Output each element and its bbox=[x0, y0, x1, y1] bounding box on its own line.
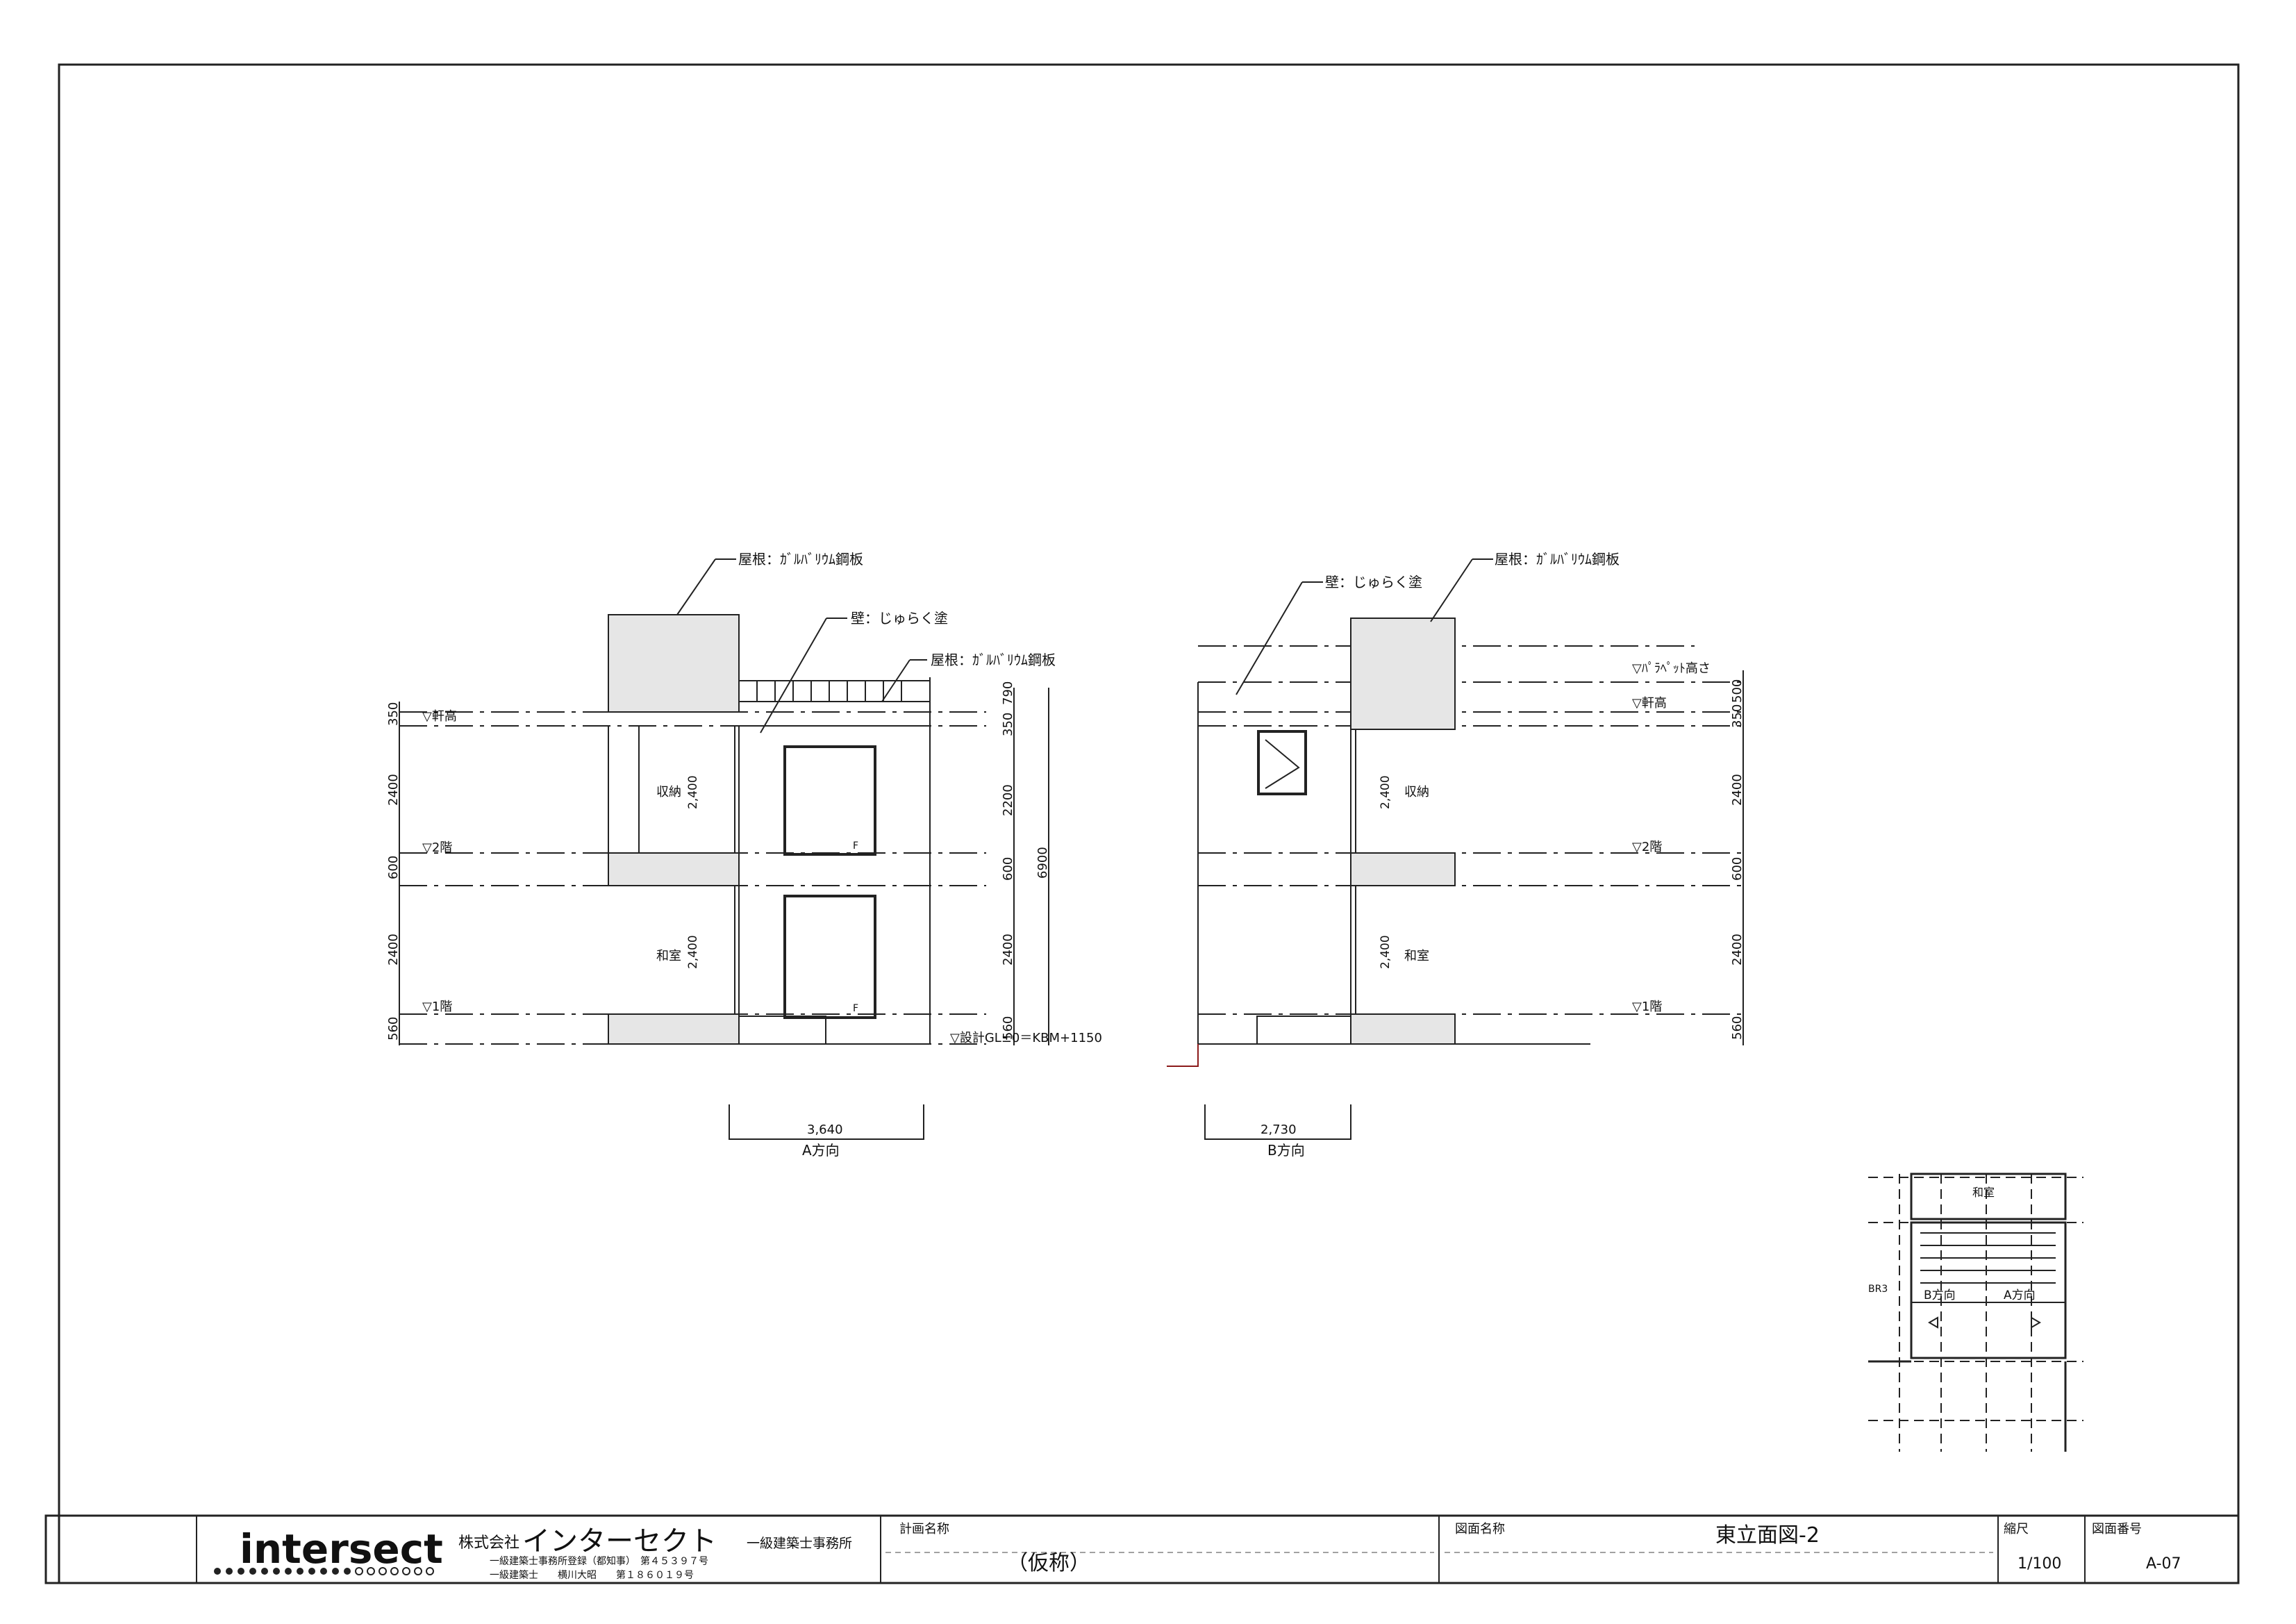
right-dim-3-a: 2200 bbox=[1001, 784, 1015, 816]
foundation-b bbox=[1350, 1013, 1456, 1045]
floor2-label-a: ▽2階 bbox=[422, 840, 452, 855]
company-prefix: 株式会社 bbox=[458, 1534, 519, 1552]
key-plan: 和室 BR3 B方向 A方向 bbox=[1868, 1173, 2083, 1452]
scale-value: 1/100 bbox=[2018, 1555, 2061, 1573]
elevation-a: 屋根：ｶﾞﾙﾊﾞﾘｳﾑ鋼板 壁：じゅらく塗 屋根：ｶﾞﾙﾊﾞﾘｳﾑ鋼板 ▽軒高 … bbox=[386, 551, 1102, 1159]
floor2-label-b: ▽2階 bbox=[1632, 840, 1662, 854]
right-dim-6-a: 560 bbox=[1001, 1016, 1015, 1040]
project-label: 計画名称 bbox=[899, 1522, 949, 1536]
left-dim-5-a: 560 bbox=[386, 1017, 401, 1041]
floor1-label-b: ▽1階 bbox=[1632, 1000, 1662, 1014]
keyplan-dir-a: A方向 bbox=[2004, 1289, 2036, 1302]
deck-rail-a bbox=[756, 681, 902, 702]
right-dim-4-a: 600 bbox=[1001, 857, 1015, 881]
foundation-a bbox=[608, 1013, 740, 1045]
door-mark-lower-a: F bbox=[853, 1003, 858, 1014]
ceil-upper-a: 2,400 bbox=[686, 775, 700, 809]
parapet-label-b: ▽ﾊﾟﾗﾍﾟｯﾄ高さ bbox=[1632, 661, 1711, 676]
logo-text: intersect bbox=[240, 1525, 443, 1573]
ceil-lower-a: 2,400 bbox=[686, 935, 700, 969]
gl-label-a: ▽設計GL±0＝KBM+1150 bbox=[950, 1031, 1102, 1045]
right-dim-2-b: 500 bbox=[1730, 679, 1745, 703]
ceil-lower-b: 2,400 bbox=[1379, 935, 1392, 969]
floor1-label-a: ▽1階 bbox=[422, 1000, 452, 1014]
right-dim-5-a: 2400 bbox=[1001, 934, 1015, 966]
roof-label-a: 屋根：ｶﾞﾙﾊﾞﾘｳﾑ鋼板 bbox=[738, 551, 863, 567]
left-dim-1-a: 350 bbox=[386, 702, 401, 726]
roof2-label-a: 屋根：ｶﾞﾙﾊﾞﾘｳﾑ鋼板 bbox=[931, 652, 1056, 668]
right-dim-6-b: 560 bbox=[1730, 1016, 1745, 1040]
door-lower-a bbox=[783, 895, 876, 1019]
eaves-label-a: ▽軒高 bbox=[422, 709, 457, 724]
parapet-block-a bbox=[608, 614, 740, 713]
keyplan-dir-b: B方向 bbox=[1924, 1289, 1956, 1302]
registration-line-1: 一級建築士事務所登録（都知事） 第４５３９７号 bbox=[490, 1555, 708, 1567]
floor-slab-a bbox=[608, 852, 740, 886]
total-dim-a: 6900 bbox=[1035, 847, 1050, 879]
company-name: インターセクト bbox=[522, 1525, 717, 1557]
door-mark-upper-a: F bbox=[853, 840, 858, 852]
left-dim-4-a: 2400 bbox=[386, 934, 401, 966]
elevation-b: 壁：じゅらく塗 屋根：ｶﾞﾙﾊﾞﾘｳﾑ鋼板 ▽ﾊﾟﾗﾍﾟｯﾄ高さ ▽軒高 ▽2階… bbox=[1167, 551, 1745, 1159]
right-dim-1-b: 350 bbox=[1730, 704, 1745, 728]
right-dim-5-b: 2400 bbox=[1730, 934, 1745, 966]
left-dim-2-a: 2400 bbox=[386, 774, 401, 806]
number-label: 図面番号 bbox=[2092, 1522, 2142, 1536]
drawing-label: 図面名称 bbox=[1455, 1522, 1505, 1536]
window-b bbox=[1257, 730, 1307, 795]
direction-b: B方向 bbox=[1267, 1142, 1305, 1159]
keyplan-br: BR3 bbox=[1868, 1284, 1888, 1295]
room-upper-a: 収納 bbox=[656, 785, 681, 799]
width-dim-a: 3,640 bbox=[807, 1122, 843, 1137]
right-dim-1-a: 790 bbox=[1001, 681, 1015, 705]
wall-label-a: 壁：じゅらく塗 bbox=[851, 610, 948, 627]
left-dim-3-a: 600 bbox=[386, 856, 401, 879]
title-block: intersect 株式会社 インターセクト 一級建築士事務所 一級建築士事務所… bbox=[44, 1514, 2240, 1584]
step-b bbox=[1256, 1016, 1351, 1045]
right-dim-4-b: 600 bbox=[1730, 857, 1745, 881]
roof-label-b: 屋根：ｶﾞﾙﾊﾞﾘｳﾑ鋼板 bbox=[1495, 551, 1620, 567]
right-dim-2-a: 350 bbox=[1001, 713, 1015, 736]
width-dim-b: 2,730 bbox=[1261, 1122, 1297, 1137]
keyplan-room: 和室 bbox=[1972, 1186, 1995, 1199]
number-value: A-07 bbox=[2146, 1555, 2181, 1573]
room-upper-b: 収納 bbox=[1404, 785, 1429, 799]
eaves-label-b: ▽軒高 bbox=[1632, 696, 1667, 711]
project-value: （仮称） bbox=[1007, 1551, 1090, 1575]
step-a bbox=[738, 1016, 826, 1045]
right-dim-3-b: 2400 bbox=[1730, 774, 1745, 806]
parapet-block-b bbox=[1350, 618, 1456, 730]
logo-dots bbox=[214, 1567, 434, 1575]
wall-label-b: 壁：じゅらく塗 bbox=[1325, 574, 1422, 590]
drawing-value: 東立面図-2 bbox=[1715, 1523, 1820, 1548]
direction-a: A方向 bbox=[802, 1142, 840, 1159]
registration-line-2: 一級建築士 横川大昭 第１８６０１９号 bbox=[490, 1569, 694, 1581]
floor-slab-b bbox=[1350, 852, 1456, 886]
company-suffix: 一級建築士事務所 bbox=[747, 1536, 852, 1551]
scale-label: 縮尺 bbox=[2004, 1522, 2029, 1536]
ceil-upper-b: 2,400 bbox=[1379, 775, 1392, 809]
room-lower-a: 和室 bbox=[656, 949, 681, 963]
door-upper-a bbox=[783, 745, 876, 856]
room-lower-b: 和室 bbox=[1404, 949, 1429, 963]
